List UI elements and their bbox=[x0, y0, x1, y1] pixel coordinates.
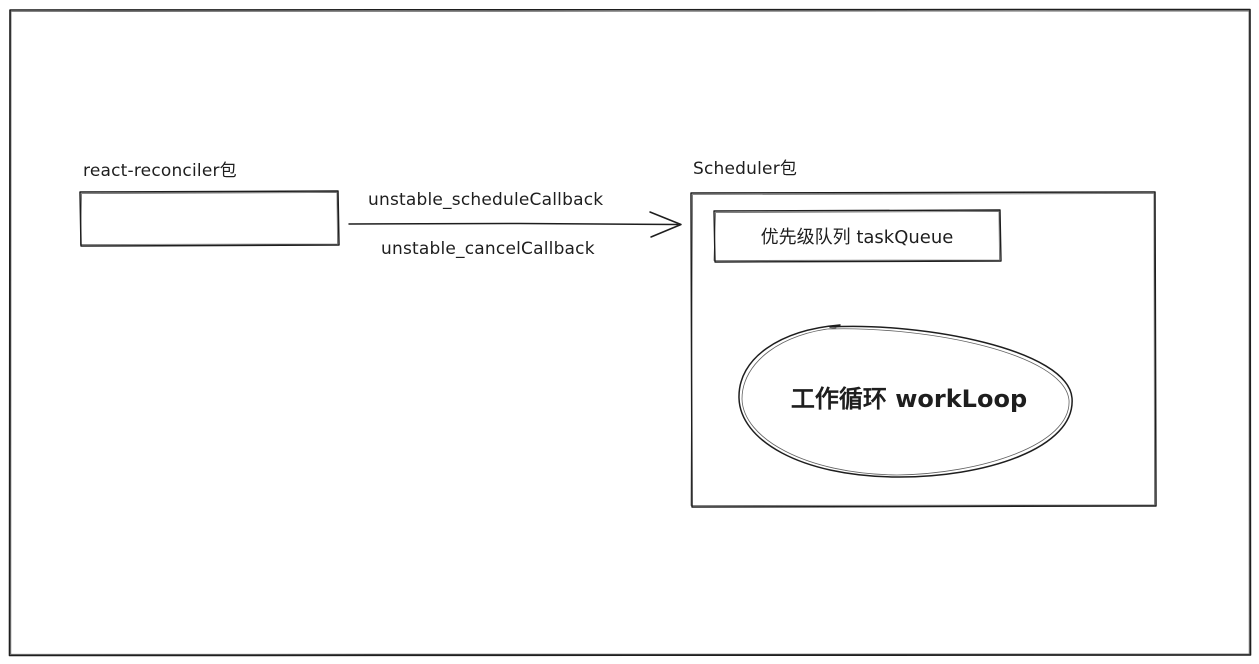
schedule-callback-label: unstable_scheduleCallback bbox=[368, 190, 603, 210]
reconciler-box bbox=[79, 190, 340, 247]
cancel-callback-label: unstable_cancelCallback bbox=[381, 239, 595, 259]
task-queue-label: 优先级队列 taskQueue bbox=[761, 227, 954, 248]
task-queue-box bbox=[713, 209, 1002, 263]
work-loop-ellipse bbox=[738, 324, 1073, 478]
scheduler-package-title: Scheduler包 bbox=[693, 159, 797, 179]
connection-arrow bbox=[348, 211, 682, 238]
reconciler-package-title: react-reconciler包 bbox=[83, 161, 237, 181]
scheduler-box bbox=[690, 191, 1157, 508]
work-loop-label: 工作循环 workLoop bbox=[791, 385, 1027, 413]
outer-frame bbox=[8, 8, 1252, 657]
